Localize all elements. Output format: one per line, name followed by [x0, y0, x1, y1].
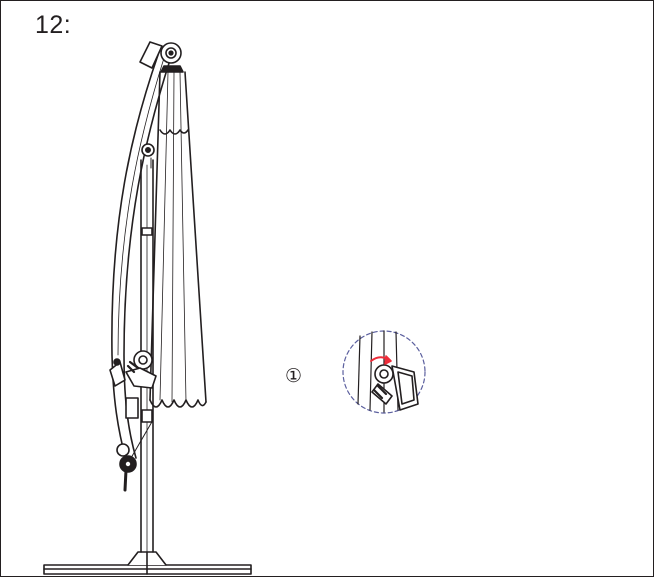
base-plate — [43, 551, 252, 575]
callout-label: ① — [285, 365, 303, 387]
lower-handle — [116, 419, 154, 492]
detail-illustration — [342, 330, 426, 414]
umbrella-illustration — [43, 41, 252, 575]
middle-bracket — [141, 143, 155, 169]
crank-assembly — [109, 350, 157, 389]
curved-arm — [111, 54, 171, 461]
step-number: 12: — [35, 11, 72, 39]
folded-canopy — [149, 71, 207, 408]
top-hinge — [139, 41, 184, 73]
rotate-arrow-icon — [370, 355, 392, 365]
